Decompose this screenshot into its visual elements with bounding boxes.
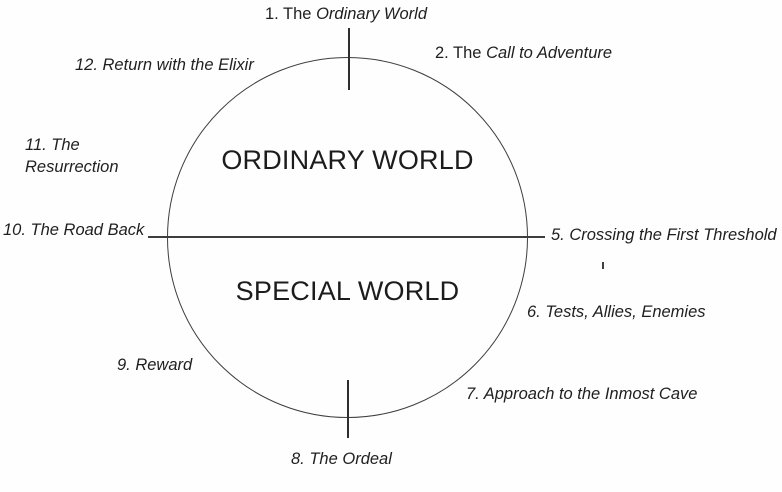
stage-label-9: 9. Reward xyxy=(117,354,192,376)
stage-9-name: 9. Reward xyxy=(117,356,193,374)
stage-10-name: 10. The Road Back xyxy=(3,221,145,239)
top-boundary-tick xyxy=(348,28,350,90)
stage-label-8: 8. The Ordeal xyxy=(291,448,392,470)
stage-label-2: 2. The Call to Adventure xyxy=(435,42,612,64)
stage-8-name: 8. The Ordeal xyxy=(291,450,392,468)
stage-12-name: 12. Return with the Elixir xyxy=(75,56,254,74)
stage-11-line2: Resurrection xyxy=(25,158,119,176)
stage-5-name: 5. Crossing the First Threshold xyxy=(551,226,777,244)
stage-label-1: 1. The Ordinary World xyxy=(265,3,427,25)
stage-11-line1: 11. The xyxy=(25,136,80,154)
stage-1-prefix: 1. The xyxy=(265,5,317,23)
stage-label-11: 11. The Resurrection xyxy=(25,134,119,178)
bottom-boundary-tick xyxy=(347,380,349,438)
stage-label-12: 12. Return with the Elixir xyxy=(75,54,254,76)
stage-2-name: Call to Adventure xyxy=(486,44,613,62)
ordinary-world-title: ORDINARY WORLD xyxy=(221,145,474,175)
stage-label-6: 6. Tests, Allies, Enemies xyxy=(527,301,706,323)
small-stray-tick xyxy=(602,262,604,269)
worlds-divider-line xyxy=(148,236,545,238)
journey-circle xyxy=(167,57,528,418)
stage-1-name: Ordinary World xyxy=(316,5,428,23)
stage-6-name: 6. Tests, Allies, Enemies xyxy=(527,303,706,321)
stage-7-name: 7. Approach to the Inmost Cave xyxy=(466,385,698,403)
special-world-title: SPECIAL WORLD xyxy=(235,276,460,306)
stage-2-prefix: 2. The xyxy=(435,44,487,62)
stage-label-5: 5. Crossing the First Threshold xyxy=(551,224,777,246)
stage-label-10: 10. The Road Back xyxy=(3,219,144,241)
stage-label-7: 7. Approach to the Inmost Cave xyxy=(466,383,697,405)
